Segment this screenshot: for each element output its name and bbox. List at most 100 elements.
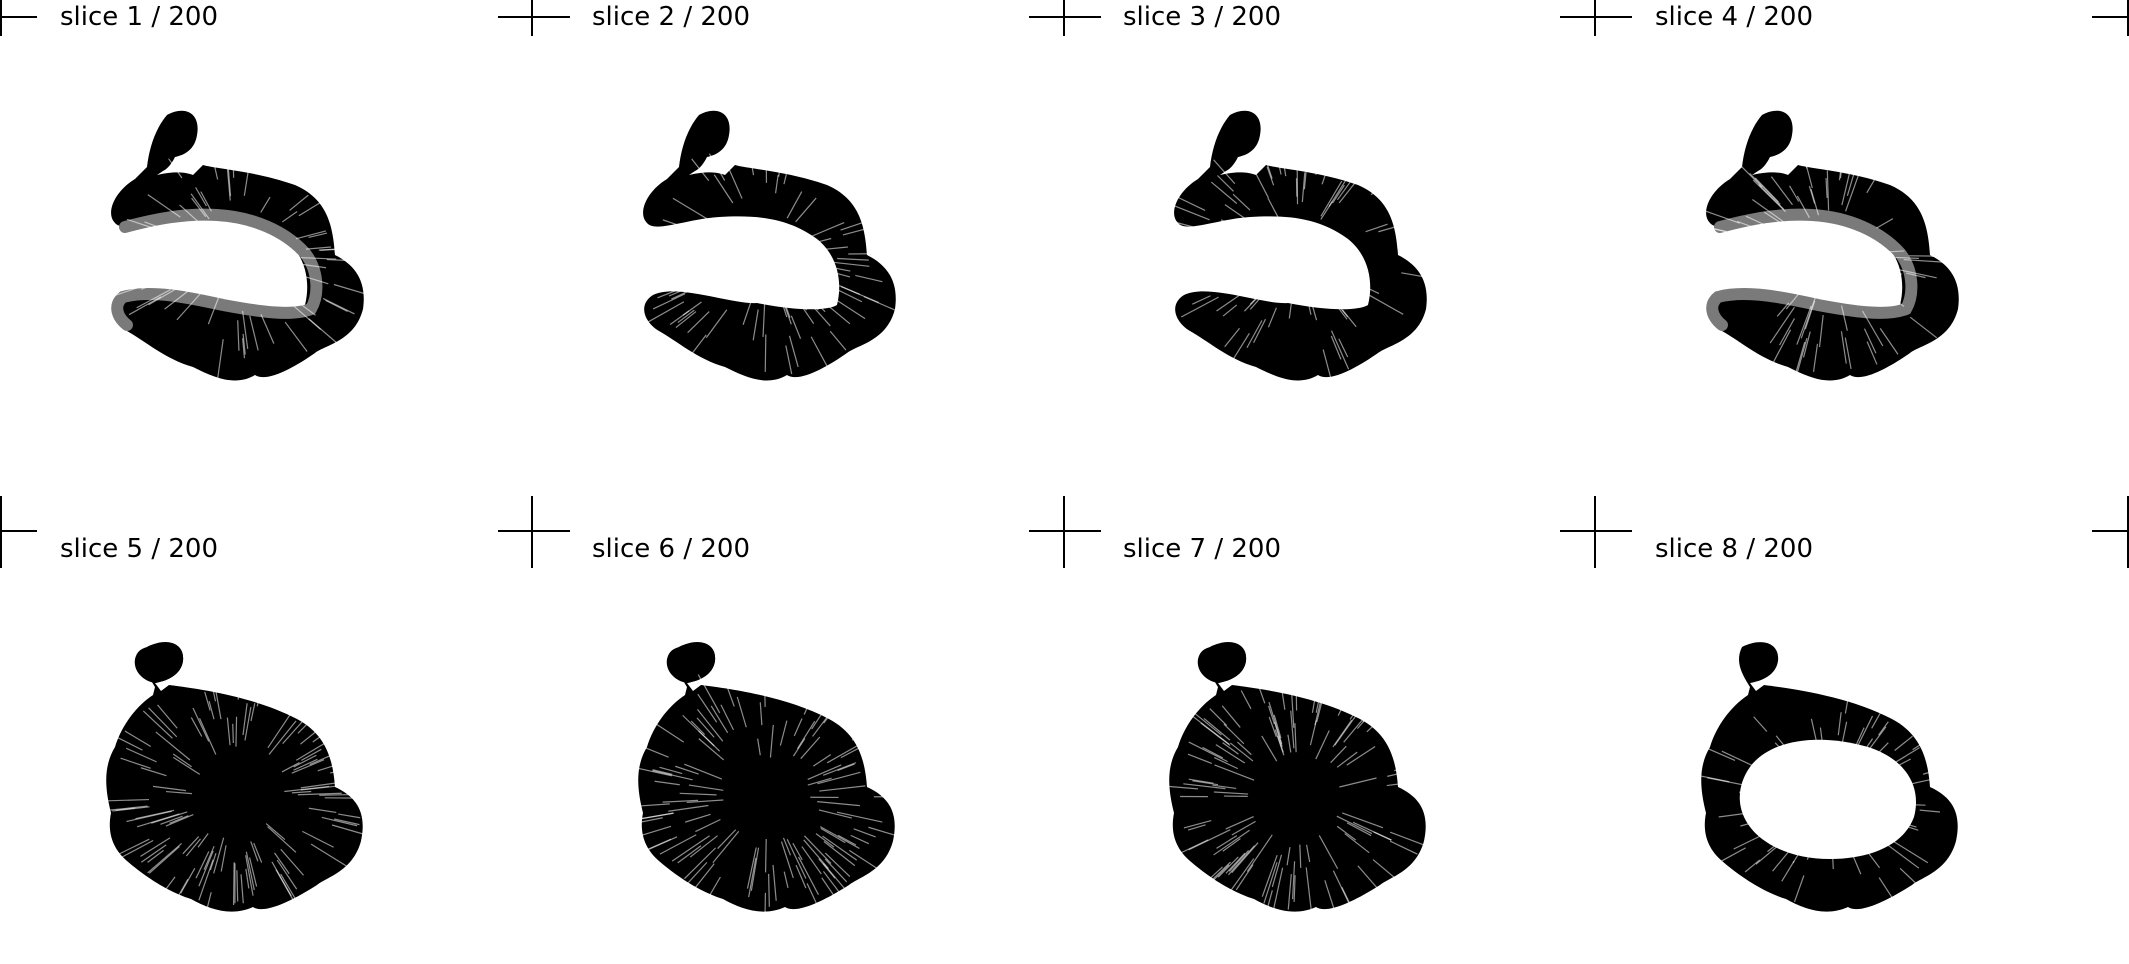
hatch-line [1346, 746, 1376, 766]
hatch-line [1378, 223, 1405, 233]
hatch-line [815, 833, 835, 848]
hatch-line [308, 807, 337, 814]
hatch-line [1183, 819, 1212, 829]
hatch-line [757, 738, 761, 756]
hatch-line [1316, 700, 1323, 723]
hatch-line [643, 836, 678, 853]
hatch-line [195, 187, 207, 207]
hatch-line [783, 871, 789, 888]
hatch-line [1267, 705, 1275, 724]
hatch-line [675, 765, 699, 775]
hatch-line [250, 703, 256, 722]
hatch-line [1880, 250, 1905, 253]
hatch-line [204, 691, 211, 711]
hatch-line [800, 736, 821, 760]
hatch-line [1315, 157, 1321, 176]
hatch-line [149, 876, 176, 912]
hatch-line [783, 302, 792, 325]
hatch-line [204, 892, 212, 918]
hatch-line [253, 842, 263, 863]
hatch-line [320, 248, 343, 251]
hatch-line [1336, 179, 1353, 201]
hatch-line [652, 769, 673, 775]
hatch-line [1399, 221, 1434, 232]
hatch-line [1847, 150, 1854, 173]
hatch-line [788, 335, 799, 368]
hatch-line [1826, 170, 1830, 211]
hatch-line [179, 204, 202, 225]
hatch-line [89, 279, 133, 292]
hatch-line [1144, 256, 1191, 258]
hatch-line [1840, 305, 1848, 331]
hatch-line [683, 334, 707, 365]
hatch-line [1271, 854, 1283, 888]
hatch-line [1214, 757, 1239, 770]
hatch-line [1261, 735, 1278, 762]
hatch-line [302, 830, 334, 848]
hatch-line [1290, 689, 1295, 728]
hatch-line [1745, 215, 1789, 237]
hatch-line [659, 834, 697, 855]
hatch-line [176, 287, 206, 321]
hatch-line [1243, 287, 1267, 312]
hatch-line [656, 273, 684, 281]
hatch-line [160, 815, 183, 825]
hatch-line [170, 267, 190, 275]
hatch-line [694, 863, 715, 889]
hatch-line [325, 299, 348, 312]
hatch-line [152, 231, 175, 239]
hatch-line [1878, 877, 1903, 914]
hatch-line [1812, 343, 1819, 372]
hatch-line [1894, 735, 1913, 751]
hatch-line [317, 758, 356, 772]
hatch-line [1846, 842, 1862, 875]
hatch-line [1217, 856, 1239, 878]
hatch-line [1202, 268, 1246, 282]
hatch-line [836, 811, 883, 823]
hatch-line [1769, 306, 1795, 344]
hatch-line [144, 263, 186, 272]
hatch-line [1691, 222, 1727, 233]
hatch-line [1866, 341, 1878, 365]
hatch-line [819, 785, 866, 792]
hatch-line [1209, 708, 1228, 727]
hatch-line [1844, 680, 1852, 714]
hatch-line [803, 839, 829, 870]
hatch-line [1758, 184, 1785, 210]
slice-mesh [1169, 642, 1433, 927]
hatch-line [816, 264, 851, 272]
hatch-line [785, 125, 797, 168]
hatch-line [1293, 875, 1296, 902]
hatch-line [1919, 809, 1941, 813]
hatch-line [853, 828, 876, 838]
slice-label: slice 4 / 200 [1655, 2, 1814, 32]
hatch-line [1214, 764, 1255, 781]
hatch-line [1225, 852, 1246, 874]
hatch-line [289, 194, 309, 211]
hatch-line [819, 826, 860, 849]
hatch-line [1853, 727, 1865, 751]
slice-image [89, 100, 440, 400]
hatch-line [1825, 178, 1828, 198]
hatch-line [104, 730, 143, 751]
hatch-line [1736, 220, 1778, 237]
hatch-line [1922, 761, 1965, 775]
hatch-line [295, 230, 327, 240]
hatch-line [140, 844, 167, 863]
hatch-line [1217, 175, 1234, 192]
hatch-line [164, 286, 194, 310]
hatch-line [1188, 829, 1231, 851]
hatch-line [824, 852, 851, 877]
hatch-line [720, 704, 735, 731]
hatch-line [1819, 727, 1824, 748]
hatch-line [1340, 137, 1358, 170]
hatch-line [226, 154, 232, 197]
hatch-line [235, 716, 238, 747]
hatch-line [826, 169, 839, 184]
hatch-line [1880, 290, 1905, 307]
hatch-line [1168, 263, 1206, 268]
hatch-line [1290, 710, 1295, 749]
hatch-line [1779, 318, 1796, 346]
hatch-line [727, 166, 743, 199]
slice-mesh [1144, 110, 1445, 390]
